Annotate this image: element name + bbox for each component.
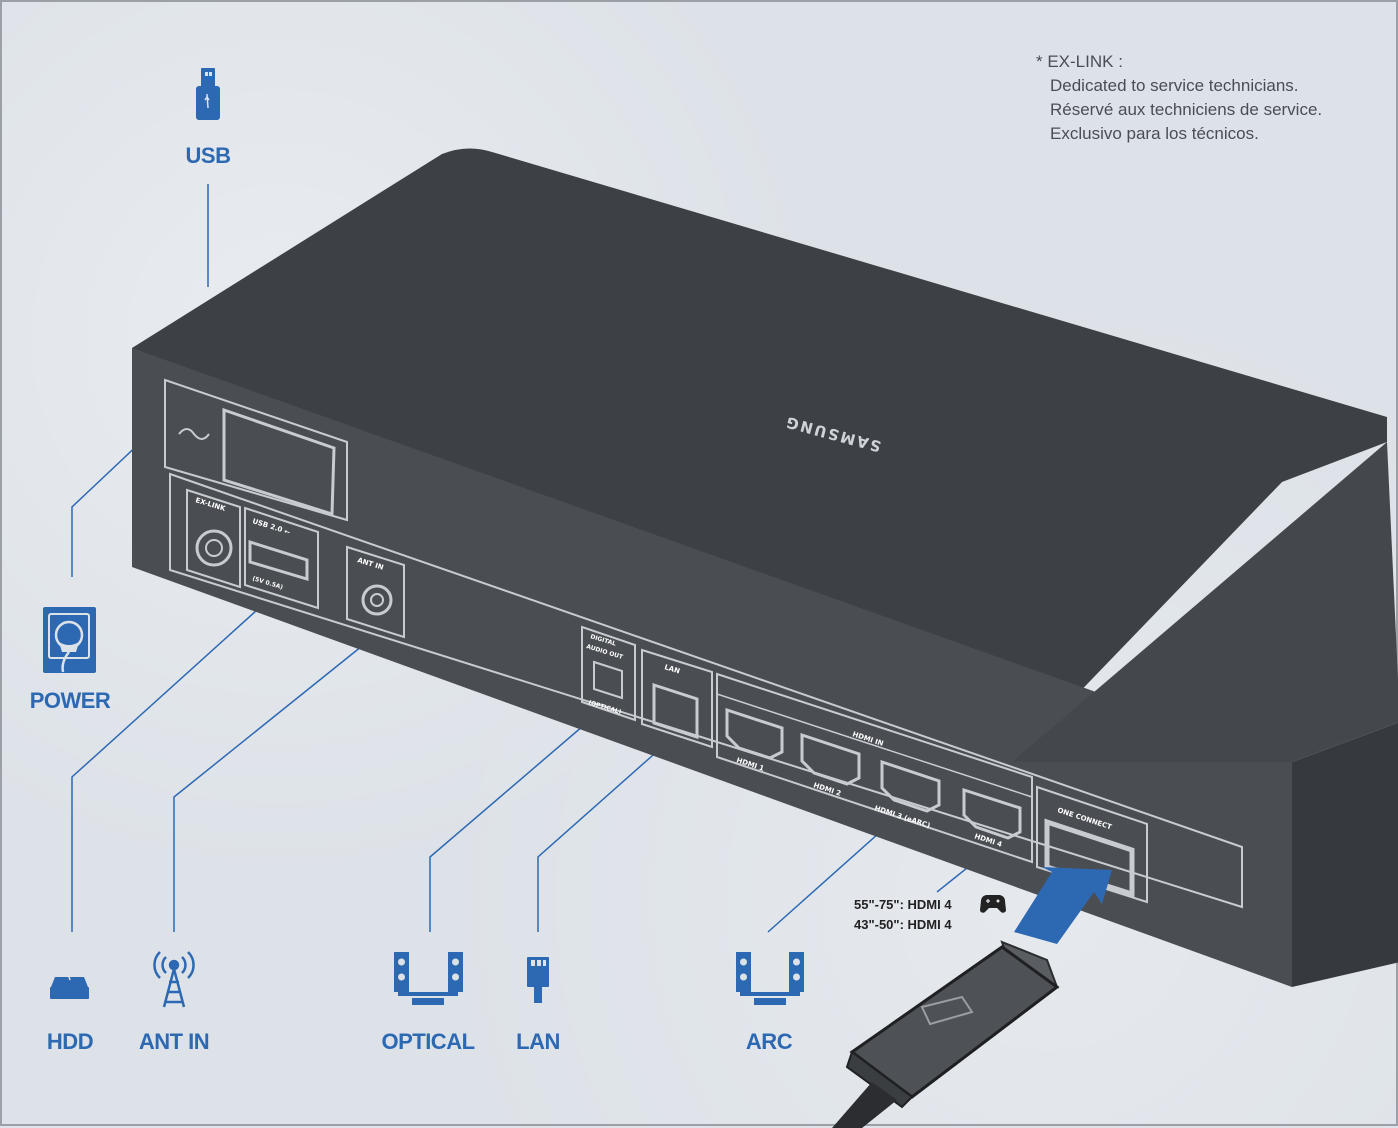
ex-link-note: * EX-LINK : Dedicated to service technic… [1036,50,1322,146]
hdd-line [72,610,257,932]
arc-speakers-icon [736,952,804,1005]
optical-line [430,720,590,932]
box-side [1292,722,1398,987]
hdmi-note-line-1: 55"-75": HDMI 4 [854,895,952,915]
optical-speakers-icon [394,952,463,1005]
power-label: POWER [30,688,111,714]
ex-link-note-line-en: Dedicated to service technicians. [1036,74,1322,98]
lan-line [538,740,670,932]
antin-line [174,638,372,932]
arc-label: ARC [746,1029,792,1055]
power-outlet-icon [43,607,96,673]
lan-label: LAN [516,1029,560,1055]
gamepad-icon [980,895,1006,913]
ant-in-label: ANT IN [139,1029,209,1055]
antenna-icon [154,952,193,1007]
hdd-icon [50,970,89,999]
ex-link-note-title: * EX-LINK : [1036,52,1123,71]
usb-label: USB [186,143,231,169]
optical-label: OPTICAL [381,1029,474,1055]
usb-stick-icon [196,68,220,120]
hdmi-model-note: 55"-75": HDMI 4 43"-50": HDMI 4 [854,895,952,935]
ex-link-note-line-es: Exclusivo para los técnicos. [1036,122,1322,146]
lan-plug-icon [527,957,549,1003]
one-connect-cable-plug [832,942,1057,1128]
ex-link-note-line-fr: Réservé aux techniciens de service. [1036,98,1322,122]
hdmi-note-line-2: 43"-50": HDMI 4 [854,915,952,935]
hdd-label: HDD [47,1029,93,1055]
